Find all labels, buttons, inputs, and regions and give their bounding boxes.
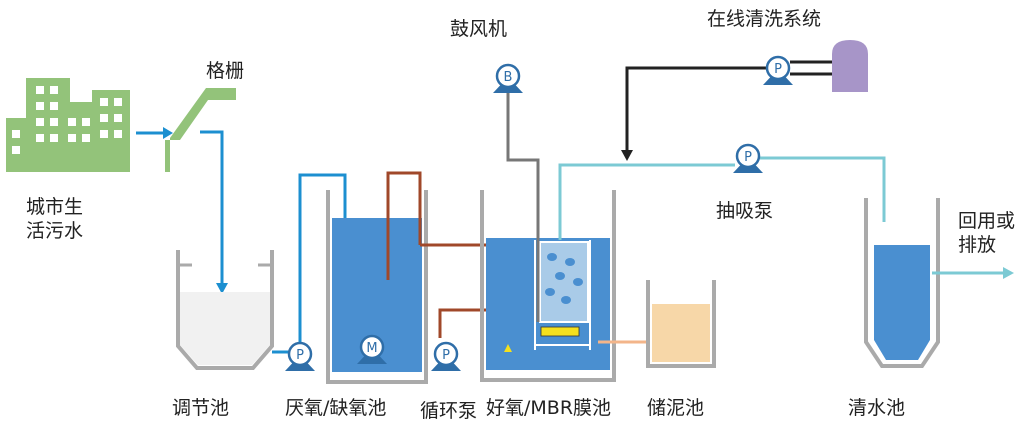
pipe-grille-to-regulating	[200, 130, 228, 294]
cleaning-pump-icon: P	[761, 55, 795, 87]
outflow-arrow	[932, 267, 1014, 279]
sludge-tank	[646, 280, 716, 368]
suction-pump-icon: P	[731, 143, 765, 175]
city-sewage-line1: 城市生	[26, 196, 84, 218]
grille-icon	[165, 88, 236, 172]
circulation-pump-label: 循环泵	[420, 400, 478, 422]
city-sewage-line2: 活污水	[26, 219, 84, 242]
pump-letter: P	[442, 348, 450, 363]
city-sewage-label: 城市生 活污水	[26, 196, 83, 244]
pump-letter: P	[296, 348, 304, 363]
clean-water-tank	[864, 198, 940, 368]
city-buildings-icon	[6, 78, 130, 172]
blower-label: 鼓风机	[450, 18, 508, 40]
regulating-tank-label: 调节池	[172, 397, 230, 419]
mbr-tank-label: 好氧/MBR膜池	[486, 397, 612, 419]
sludge-tank-label: 储泥池	[647, 397, 705, 419]
suction-line	[558, 156, 886, 240]
reuse-label: 回用或 排放	[958, 210, 1015, 258]
air-pipe	[506, 92, 540, 322]
blower-icon: B	[491, 63, 525, 95]
regulating-tank	[176, 250, 274, 370]
clean-water-tank-label: 清水池	[848, 397, 906, 419]
pump-letter: P	[774, 62, 782, 77]
cleaning-line	[625, 60, 832, 152]
circulation-pump-icon: P	[429, 341, 463, 373]
reuse-line2: 排放	[958, 233, 997, 256]
suction-pump-label: 抽吸泵	[716, 200, 774, 222]
cleaning-system-tank	[832, 40, 868, 92]
blower-letter: B	[504, 70, 513, 85]
reuse-line1: 回用或	[958, 210, 1016, 232]
pump-letter: P	[744, 150, 752, 165]
mixer-letter: M	[366, 341, 377, 356]
anaerobic-tank	[326, 190, 428, 384]
mbr-tank	[480, 190, 616, 382]
inflow-arrow	[136, 127, 173, 139]
mixer-icon: M	[355, 334, 389, 366]
cleaning-system-label: 在线清洗系统	[707, 8, 822, 30]
anaerobic-tank-label: 厌氧/缺氧池	[285, 397, 387, 419]
grille-label: 格栅	[206, 60, 245, 82]
pump-icon: P	[283, 341, 317, 373]
